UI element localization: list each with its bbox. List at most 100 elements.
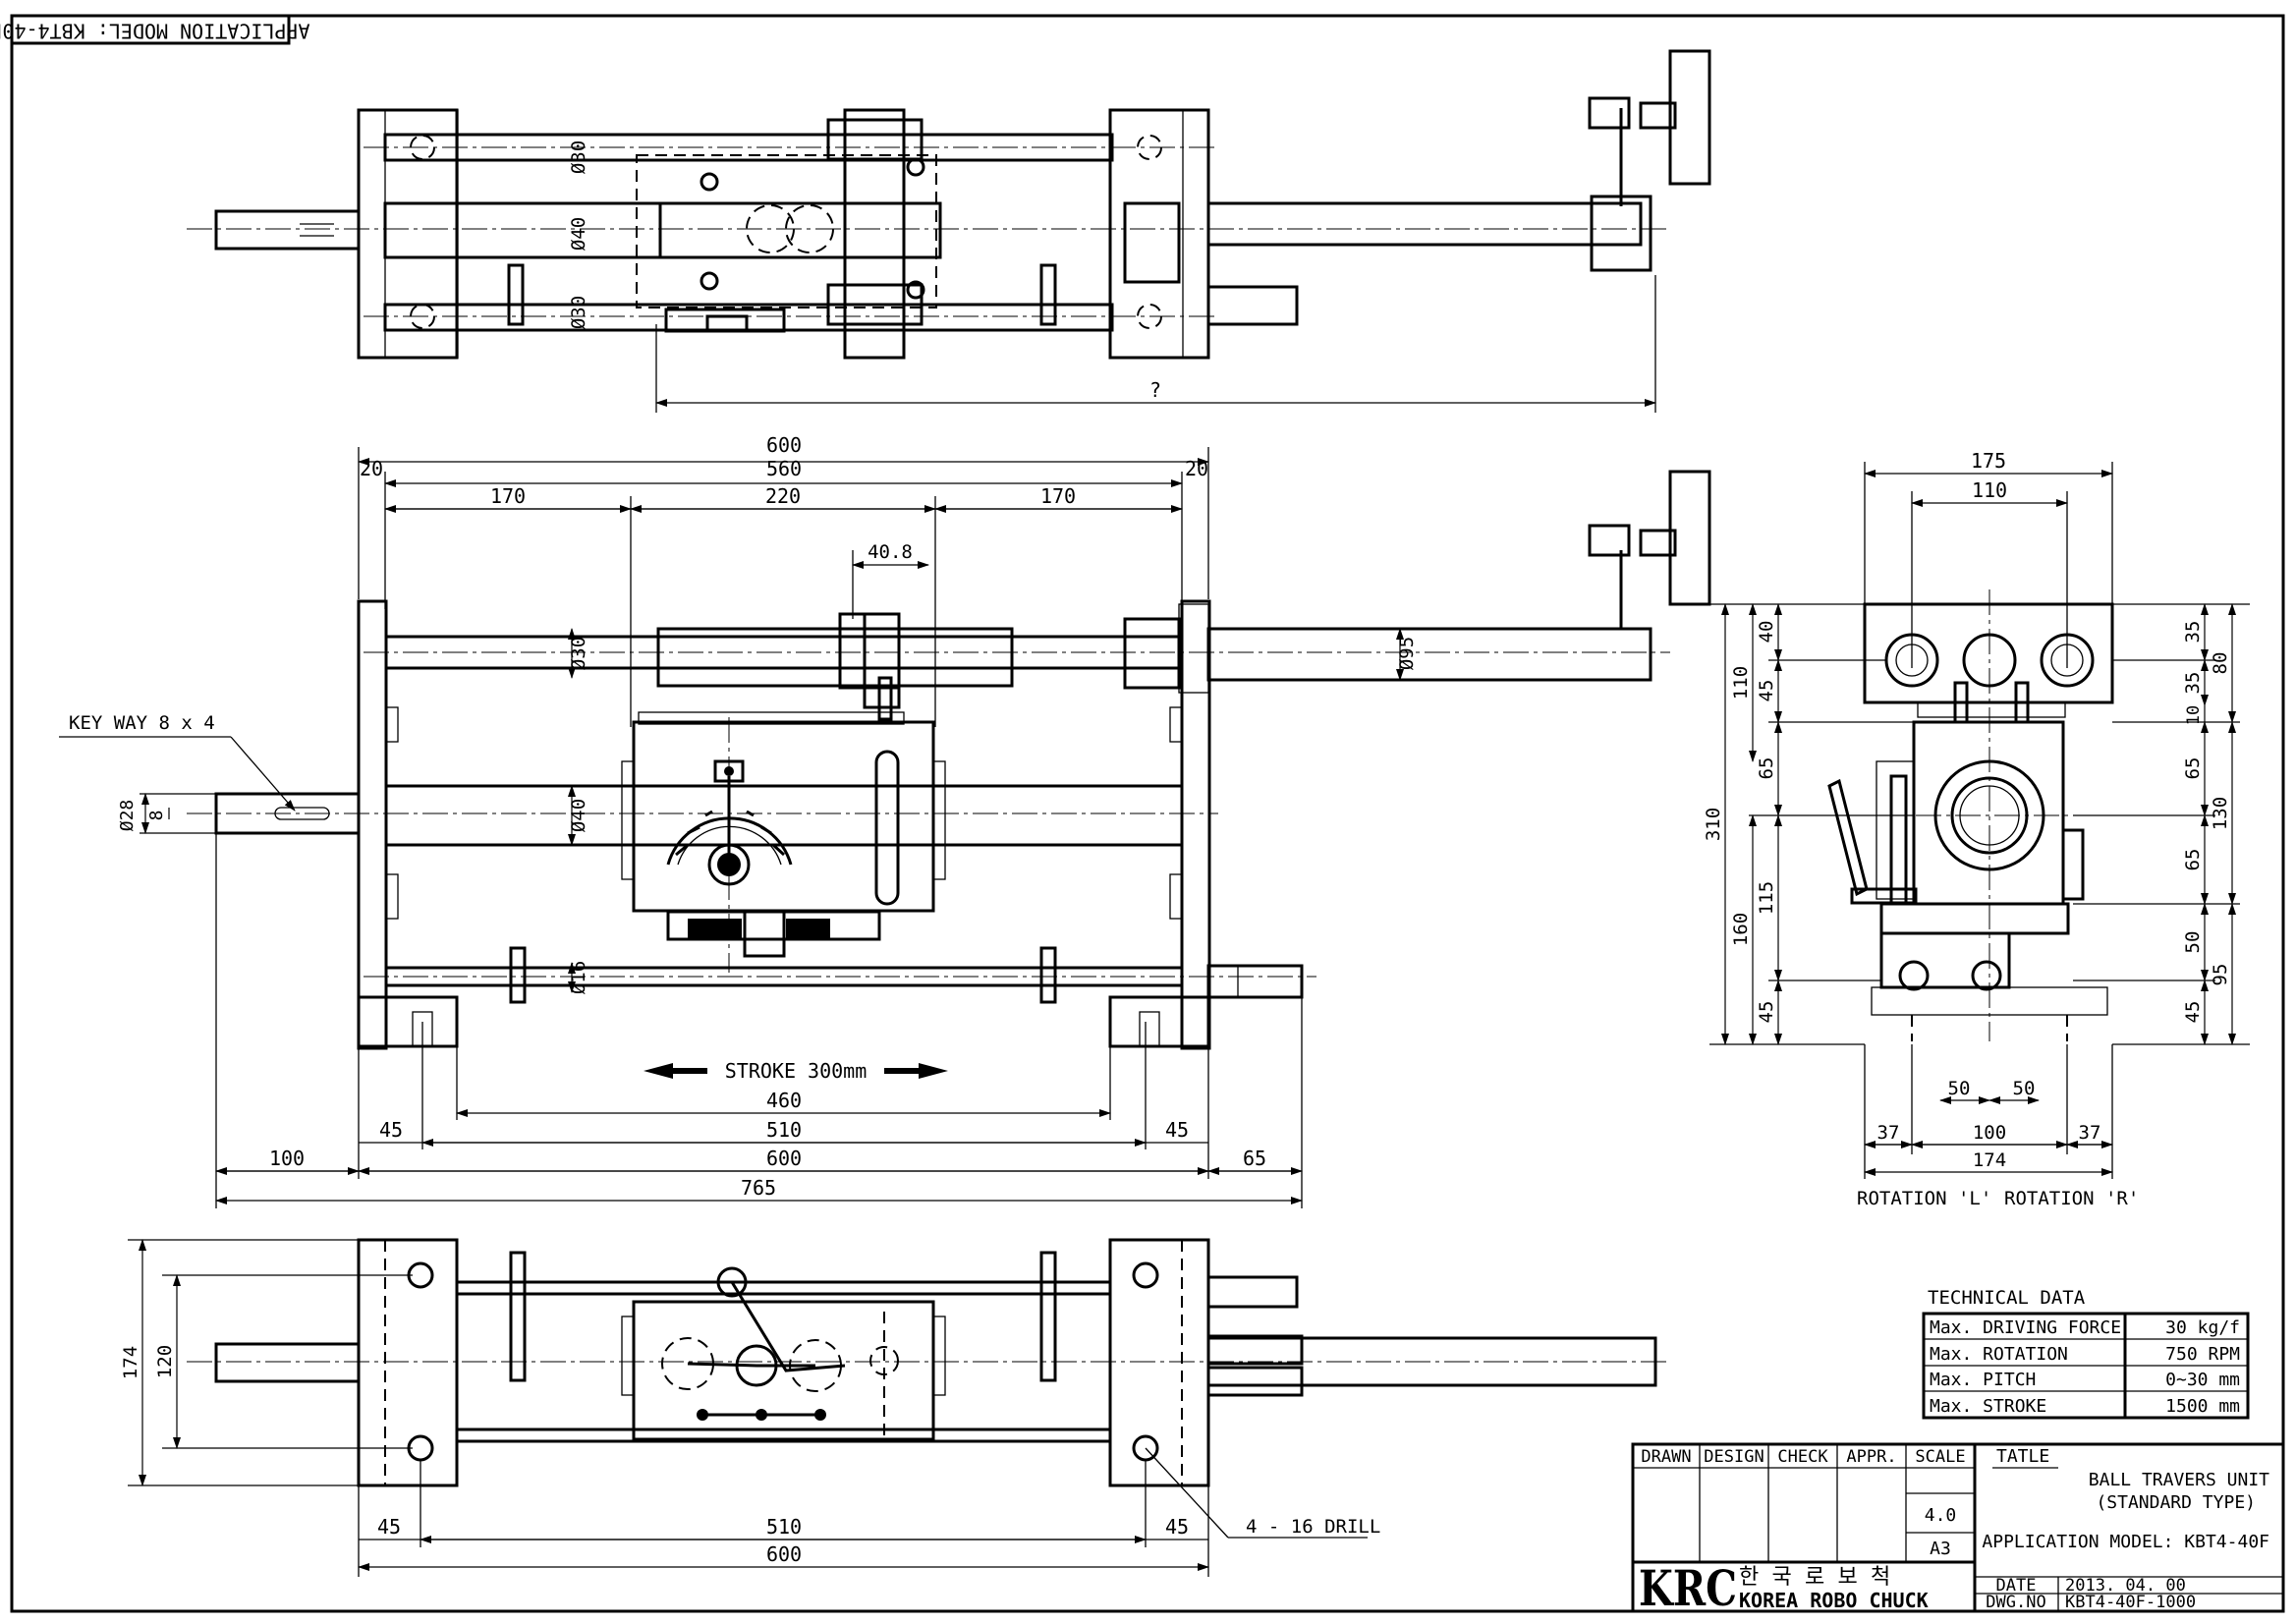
tb-application: APPLICATION MODEL: KBT4-40F	[1982, 1532, 2269, 1552]
krc-logo: KRC	[1639, 1559, 1737, 1617]
side-r65a: 65	[2182, 757, 2204, 780]
stroke-indicator: STROKE 300mm	[644, 1059, 948, 1083]
side-r35a: 35	[2182, 621, 2204, 644]
dim-560: 560	[766, 457, 802, 480]
front-right-plate	[1180, 599, 1211, 1050]
top-view: ? Ø30 Ø40 Ø30	[187, 49, 1711, 413]
side-h45: 45	[1756, 680, 1777, 702]
dim-600-bottom: 600	[766, 1147, 802, 1170]
bottom-d600: 600	[766, 1542, 802, 1566]
dim-100: 100	[269, 1147, 305, 1170]
tb-title-2: (STANDARD TYPE)	[2096, 1492, 2256, 1513]
dim-170-right: 170	[1040, 484, 1076, 508]
front-dia-upper: Ø30	[568, 637, 589, 670]
bottom-d510: 510	[766, 1515, 802, 1539]
side-r130: 130	[2210, 797, 2231, 830]
side-dim-175: 175	[1971, 449, 2006, 473]
tb-tatle: TATLE	[1996, 1446, 2049, 1467]
side-h45b: 45	[1756, 1001, 1777, 1024]
bottom-view: 174 120 45 510 45 600 4 - 16 DRILL	[120, 1238, 1670, 1577]
tb-title-1: BALL TRAVERS UNIT	[2089, 1470, 2269, 1490]
side-h115: 115	[1756, 881, 1777, 915]
key-width: 8	[146, 811, 167, 821]
side-h40: 40	[1756, 621, 1777, 644]
mount-hole	[1132, 1261, 1159, 1289]
side-top-block	[1863, 602, 2114, 704]
banner-text: APPLICATION MODEL: KBT4-40F	[0, 20, 310, 43]
bottom-d45b: 45	[1165, 1515, 1189, 1539]
top-upper-rod	[383, 133, 1114, 162]
side-r95: 95	[2210, 964, 2231, 986]
drill-callout: 4 - 16 DRILL	[1246, 1516, 1380, 1538]
top-dia-mid: Ø40	[568, 217, 589, 251]
tb-company-kr: 한 국 로 보 척	[1739, 1565, 1890, 1590]
tb-dwg-label: DWG.NO	[1986, 1593, 2045, 1612]
tech-row-label: Max. ROTATION	[1930, 1344, 2068, 1365]
dim-20-left: 20	[360, 457, 383, 480]
side-b50b: 50	[2013, 1078, 2036, 1099]
tech-row-label: Max. DRIVING FORCE	[1930, 1317, 2121, 1338]
tb-dwg-no: KBT4-40F-1000	[2065, 1593, 2196, 1612]
dim-40-8: 40.8	[868, 541, 913, 563]
bottom-right-plate	[1108, 1238, 1210, 1487]
top-carriage	[636, 154, 937, 308]
title-block: DRAWN DESIGN CHECK APPR. SCALE TATLE 4.0…	[1631, 1442, 2285, 1617]
tech-row-value: 750 RPM	[2165, 1344, 2240, 1365]
tb-scale: 4.0	[1925, 1505, 1957, 1526]
side-b37b: 37	[2079, 1122, 2101, 1144]
front-left-plate	[357, 599, 388, 1050]
drawing-border	[10, 14, 2285, 1613]
dim-765: 765	[741, 1176, 776, 1200]
bottom-h120: 120	[154, 1345, 176, 1378]
tb-header: APPR.	[1846, 1447, 1896, 1467]
side-dim-110: 110	[1972, 478, 2007, 502]
side-r80: 80	[2210, 652, 2231, 675]
side-view: 175 110 310 110	[1703, 449, 2250, 1209]
side-r35b: 35	[2182, 672, 2204, 695]
dim-45-right: 45	[1165, 1118, 1189, 1142]
technical-data-table: TECHNICAL DATA Max. DRIVING FORCE 30 kg/…	[1922, 1287, 2250, 1420]
tech-title: TECHNICAL DATA	[1928, 1287, 2086, 1309]
front-mid-rod	[384, 784, 1184, 847]
tb-paper: A3	[1930, 1539, 1951, 1559]
keyway-label: KEY WAY 8 x 4	[69, 712, 215, 734]
front-view: 600 560 20 20 170 220 170 40.8	[59, 433, 1711, 1208]
tech-row-value: 0~30 mm	[2165, 1370, 2240, 1390]
tb-company-en: KOREA ROBO CHUCK	[1739, 1589, 1929, 1612]
side-h310: 310	[1703, 808, 1724, 841]
side-h160: 160	[1730, 913, 1752, 946]
dim-460: 460	[766, 1089, 802, 1112]
rotation-l: ROTATION 'L'	[1857, 1188, 1991, 1209]
dim-170-left: 170	[490, 484, 526, 508]
front-dia-wheel: Ø95	[1396, 637, 1418, 670]
rotation-r: ROTATION 'R'	[2004, 1188, 2139, 1209]
top-overall-dim: ?	[1149, 378, 1161, 402]
tb-header: DRAWN	[1641, 1447, 1691, 1467]
tech-row-value: 1500 mm	[2165, 1396, 2240, 1417]
dim-600-top: 600	[766, 433, 802, 457]
tech-row-label: Max. PITCH	[1930, 1370, 2036, 1390]
tech-row-value: 30 kg/f	[2165, 1317, 2240, 1338]
top-handwheel	[1668, 49, 1711, 186]
tb-header: DESIGN	[1704, 1447, 1764, 1467]
tech-row-label: Max. STROKE	[1930, 1396, 2046, 1417]
tb-date-label: DATE	[1996, 1576, 2037, 1596]
bottom-h174: 174	[120, 1346, 141, 1379]
tb-header: CHECK	[1777, 1447, 1828, 1467]
side-r10: 10	[2184, 705, 2204, 725]
application-banner: APPLICATION MODEL: KBT4-40F	[0, 14, 310, 45]
stroke-label: STROKE 300mm	[725, 1059, 868, 1083]
dim-510: 510	[766, 1118, 802, 1142]
top-dia-upper: Ø30	[568, 140, 589, 174]
front-dia-lower: Ø16	[568, 961, 589, 994]
bottom-d45a: 45	[377, 1515, 401, 1539]
side-r45: 45	[2182, 1001, 2204, 1024]
dim-45-left: 45	[379, 1118, 403, 1142]
bottom-carriage	[632, 1300, 935, 1441]
side-h110: 110	[1730, 666, 1752, 700]
side-b174: 174	[1973, 1149, 2006, 1171]
top-center-shaft	[383, 201, 662, 259]
top-dia-lower: Ø30	[568, 296, 589, 329]
tb-header: SCALE	[1915, 1447, 1965, 1467]
